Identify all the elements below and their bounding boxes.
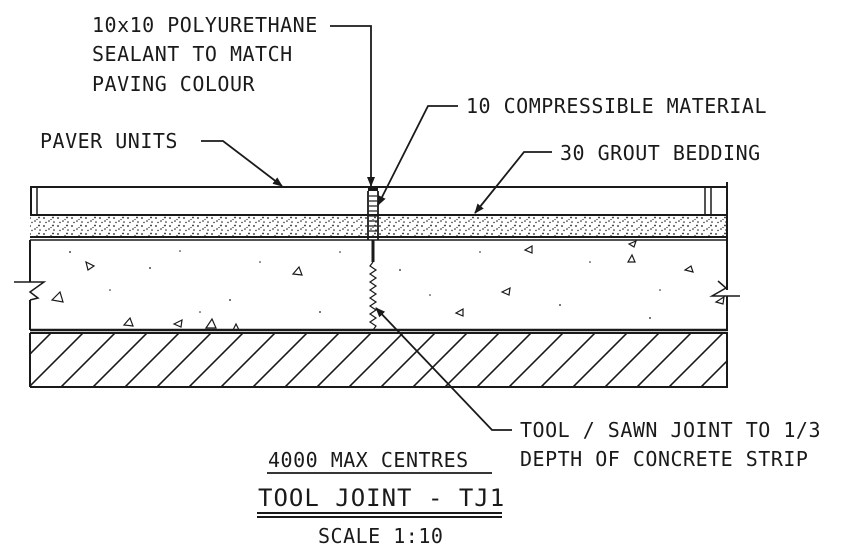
title-block: 4000 MAX CENTRES TOOL JOINT - TJ1 SCALE …: [257, 448, 505, 547]
tool-joint-label-line-2: DEPTH OF CONCRETE STRIP: [520, 447, 808, 471]
concrete-strip-layer: [14, 239, 740, 332]
subbase-hatch-layer: [29, 332, 728, 388]
tool-joint-label-line-1: TOOL / SAWN JOINT TO 1/3: [520, 418, 821, 442]
expansion-joint: [367, 187, 379, 331]
grout-bedding-layer: [30, 215, 728, 241]
grout-bedding-label: 30 GROUT BEDDING: [560, 141, 761, 165]
tool-joint-leader: [375, 307, 512, 431]
centres-note: 4000 MAX CENTRES: [268, 448, 469, 472]
compressible-leader: [377, 105, 458, 206]
leader-lines: [201, 25, 552, 431]
sealant-label-line-3: PAVING COLOUR: [92, 72, 255, 96]
paver-units-leader: [201, 140, 283, 187]
grout-bedding-leader: [474, 151, 552, 214]
scale-note: SCALE 1:10: [318, 524, 443, 547]
paver-units-label: PAVER UNITS: [40, 129, 178, 153]
sealant-label-line-1: 10x10 POLYURETHANE: [92, 13, 318, 37]
sealant-leader: [330, 25, 375, 187]
sealant-label-line-2: SEALANT TO MATCH: [92, 42, 293, 66]
drawing-title: TOOL JOINT - TJ1: [258, 484, 505, 512]
compressible-label: 10 COMPRESSIBLE MATERIAL: [466, 94, 767, 118]
